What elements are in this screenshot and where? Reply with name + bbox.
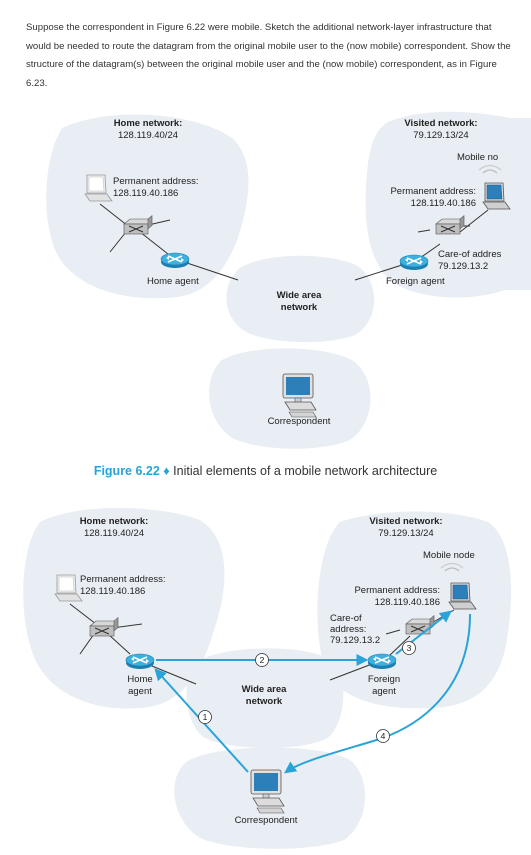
home-agent-label: Home agent bbox=[147, 276, 199, 287]
correspondent-label: Correspondent bbox=[235, 815, 298, 826]
step-badge-3: 3 bbox=[402, 641, 416, 655]
svg-text:3: 3 bbox=[407, 643, 412, 653]
home-agent-router-icon bbox=[160, 252, 190, 269]
wide-area-cloud bbox=[226, 255, 375, 343]
foreign-agent-label: Foreign agent bbox=[386, 276, 445, 287]
home-agent-label-line1: Home bbox=[127, 674, 152, 685]
wide-area-label-line1: Wide area bbox=[277, 290, 323, 301]
foreign-agent-router-icon bbox=[399, 254, 429, 271]
home-network-prefix: 128.119.40/24 bbox=[118, 130, 178, 141]
visited-network-title: Visited network: bbox=[404, 118, 477, 129]
perm-address-label: Permanent address: bbox=[113, 176, 199, 187]
wide-area-label-line2: network bbox=[246, 696, 283, 707]
care-of-address-label: Care-of addres bbox=[438, 249, 502, 260]
perm-address-label: Permanent address: bbox=[80, 574, 166, 585]
correspondent-label: Correspondent bbox=[268, 416, 331, 427]
caption-separator: ♦ bbox=[163, 464, 170, 478]
correspondent-cloud bbox=[209, 348, 371, 449]
visited-network-prefix: 79.129.13/24 bbox=[378, 528, 433, 539]
home-network-cloud bbox=[23, 507, 225, 709]
home-network-prefix: 128.119.40/24 bbox=[84, 528, 144, 539]
home-agent-router-icon bbox=[125, 653, 155, 670]
care-of-address-value: 79.129.13.2 bbox=[330, 635, 380, 646]
mobile-node-label: Mobile no bbox=[457, 152, 498, 163]
visited-network-cloud bbox=[317, 511, 512, 709]
question-text: Suppose the correspondent in Figure 6.22… bbox=[26, 22, 511, 89]
step-badge-4: 4 bbox=[376, 729, 390, 743]
home-network-cloud bbox=[46, 114, 249, 299]
visited-perm-address-label: Permanent address: bbox=[354, 585, 440, 596]
foreign-agent-label-line2: agent bbox=[372, 686, 396, 697]
visited-network-title: Visited network: bbox=[369, 516, 442, 527]
figure-caption: Figure 6.22 ♦ Initial elements of a mobi… bbox=[0, 464, 531, 478]
visited-perm-address-value: 128.119.40.186 bbox=[411, 198, 476, 209]
wide-area-label-line1: Wide area bbox=[242, 684, 288, 695]
care-of-address-value: 79.129.13.2 bbox=[438, 261, 488, 272]
mobile-node-label: Mobile node bbox=[423, 550, 475, 561]
perm-address-value: 128.119.40.186 bbox=[80, 586, 145, 597]
svg-text:1: 1 bbox=[203, 712, 208, 722]
step-badge-1: 1 bbox=[198, 710, 212, 724]
wide-area-cloud bbox=[186, 648, 344, 748]
visited-network-prefix: 79.129.13/24 bbox=[413, 130, 468, 141]
svg-text:4: 4 bbox=[381, 731, 386, 741]
caption-text: Initial elements of a mobile network arc… bbox=[173, 464, 438, 478]
step-badge-2: 2 bbox=[255, 653, 269, 667]
visited-network-cloud bbox=[365, 111, 531, 298]
foreign-agent-router-icon bbox=[367, 653, 397, 670]
visited-perm-address-label: Permanent address: bbox=[390, 186, 476, 197]
figure-number: Figure 6.22 bbox=[93, 464, 160, 478]
wide-area-label-line2: network bbox=[281, 302, 318, 313]
home-network-title: Home network: bbox=[80, 516, 149, 527]
home-network-title: Home network: bbox=[114, 118, 183, 129]
foreign-agent-label-line1: Foreign bbox=[368, 674, 400, 685]
care-of-label-line1: Care-of bbox=[330, 613, 362, 624]
svg-text:2: 2 bbox=[260, 655, 265, 665]
home-agent-label-line2: agent bbox=[128, 686, 152, 697]
figure-6-22: Home network: 128.119.40/24 Permanent ad… bbox=[46, 111, 531, 449]
perm-address-value: 128.119.40.186 bbox=[113, 188, 178, 199]
visited-perm-address-value: 128.119.40.186 bbox=[375, 597, 440, 608]
care-of-label-line2: address: bbox=[330, 624, 366, 635]
figure-6-23: 1 2 3 4 Home network: 128.119.40/24 Perm… bbox=[23, 507, 512, 849]
